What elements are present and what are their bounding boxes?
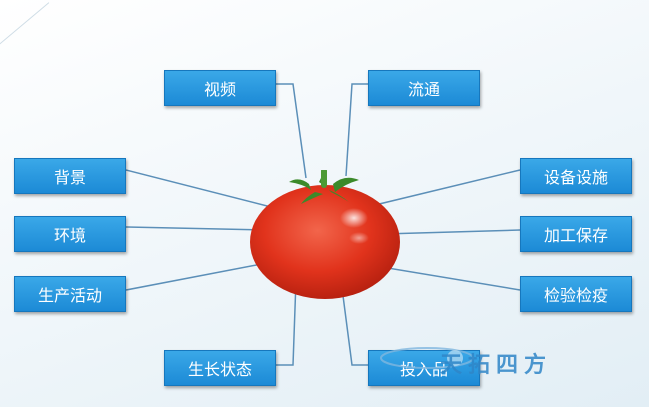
label-processing: 加工保存	[520, 216, 632, 252]
label-circulation: 流通	[368, 70, 480, 106]
label-equipment: 设备设施	[520, 158, 632, 194]
connector-environment	[125, 226, 269, 231]
connector-growth	[276, 279, 297, 366]
label-growth: 生长状态	[164, 350, 276, 386]
connector-equipment	[374, 169, 521, 206]
connector-background	[125, 169, 276, 209]
label-production: 生产活动	[14, 276, 126, 312]
connector-bottom-right	[341, 287, 368, 366]
watermark-logo	[380, 347, 474, 369]
connector-inspection	[369, 264, 521, 291]
label-inspection: 检验检疫	[520, 276, 632, 312]
tomato-image	[250, 170, 400, 299]
label-video: 视频	[164, 70, 276, 106]
label-background: 背景	[14, 158, 126, 194]
watermark-text: 天拓四方	[440, 353, 553, 378]
connector-production	[125, 261, 273, 291]
connector-processing	[382, 229, 521, 235]
label-environment: 环境	[14, 216, 126, 252]
connector-circulation	[345, 83, 368, 177]
connector-video	[276, 83, 307, 179]
